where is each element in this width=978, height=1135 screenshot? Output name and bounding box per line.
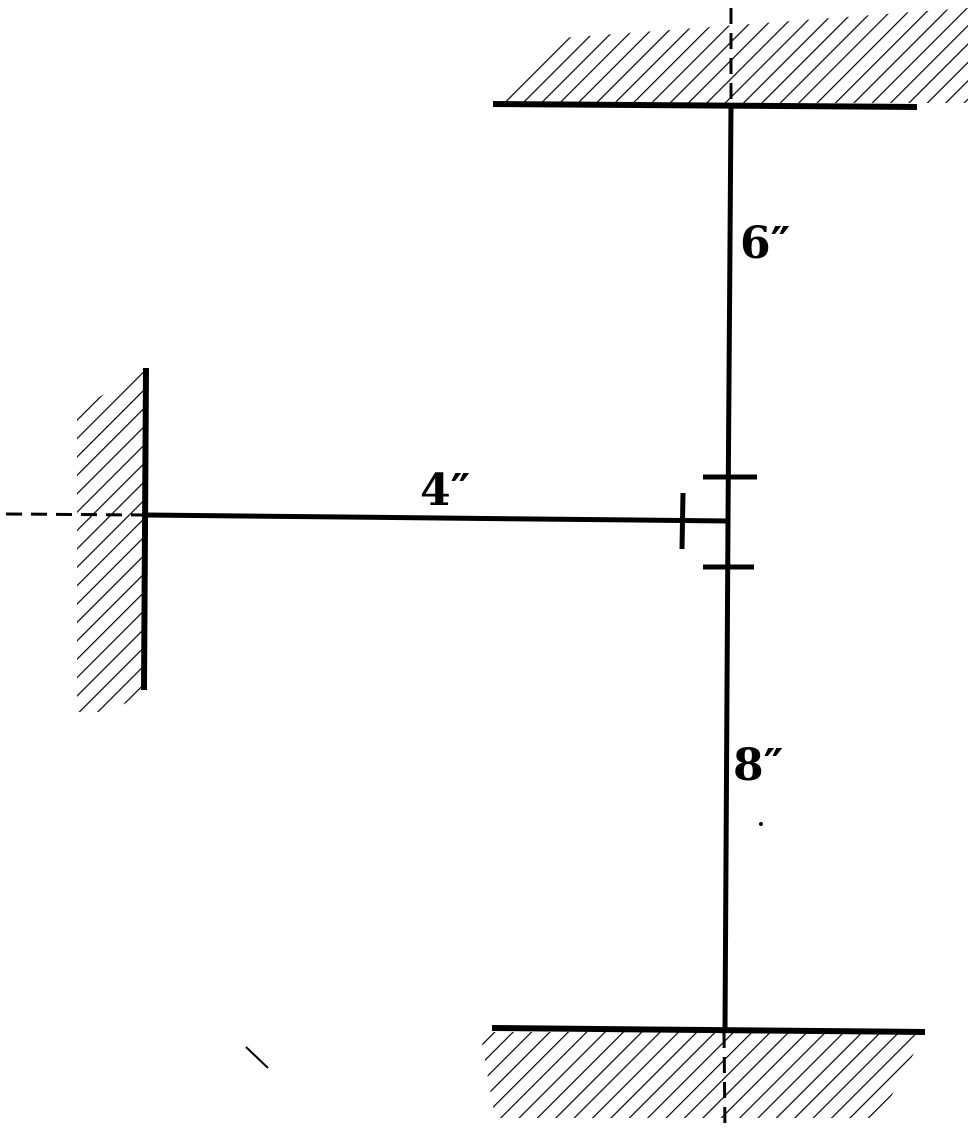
- vertical-member: [722, 103, 734, 1031]
- scan-speck: [245, 1046, 269, 1069]
- scan-specks: [245, 822, 763, 1069]
- top-wall-hatching: [498, 8, 968, 103]
- scan-speck: [759, 822, 763, 826]
- left-wall-edge: [141, 367, 149, 691]
- top-wall-edge: [492, 101, 918, 110]
- bottom-centerline: [722, 1031, 727, 1133]
- joint-ticks: [679, 474, 757, 570]
- upper-member: [725, 103, 734, 521]
- horizontal-member: [145, 512, 729, 524]
- center-lines: [5, 8, 733, 1133]
- bottom-wall-support: [480, 1025, 926, 1118]
- bottom-wall-hatching: [480, 1032, 925, 1118]
- upper-length-label: 6″: [740, 218, 790, 269]
- lower-length-label: 8″: [733, 740, 783, 791]
- left-wall-support: [77, 367, 149, 712]
- joint-tick-horizontal: [679, 492, 686, 550]
- bottom-wall-edge: [491, 1025, 926, 1035]
- left-wall-hatching: [77, 370, 145, 712]
- horizontal-length-label: 4″: [420, 465, 470, 516]
- top-wall-support: [492, 8, 968, 110]
- lower-member: [722, 519, 731, 1031]
